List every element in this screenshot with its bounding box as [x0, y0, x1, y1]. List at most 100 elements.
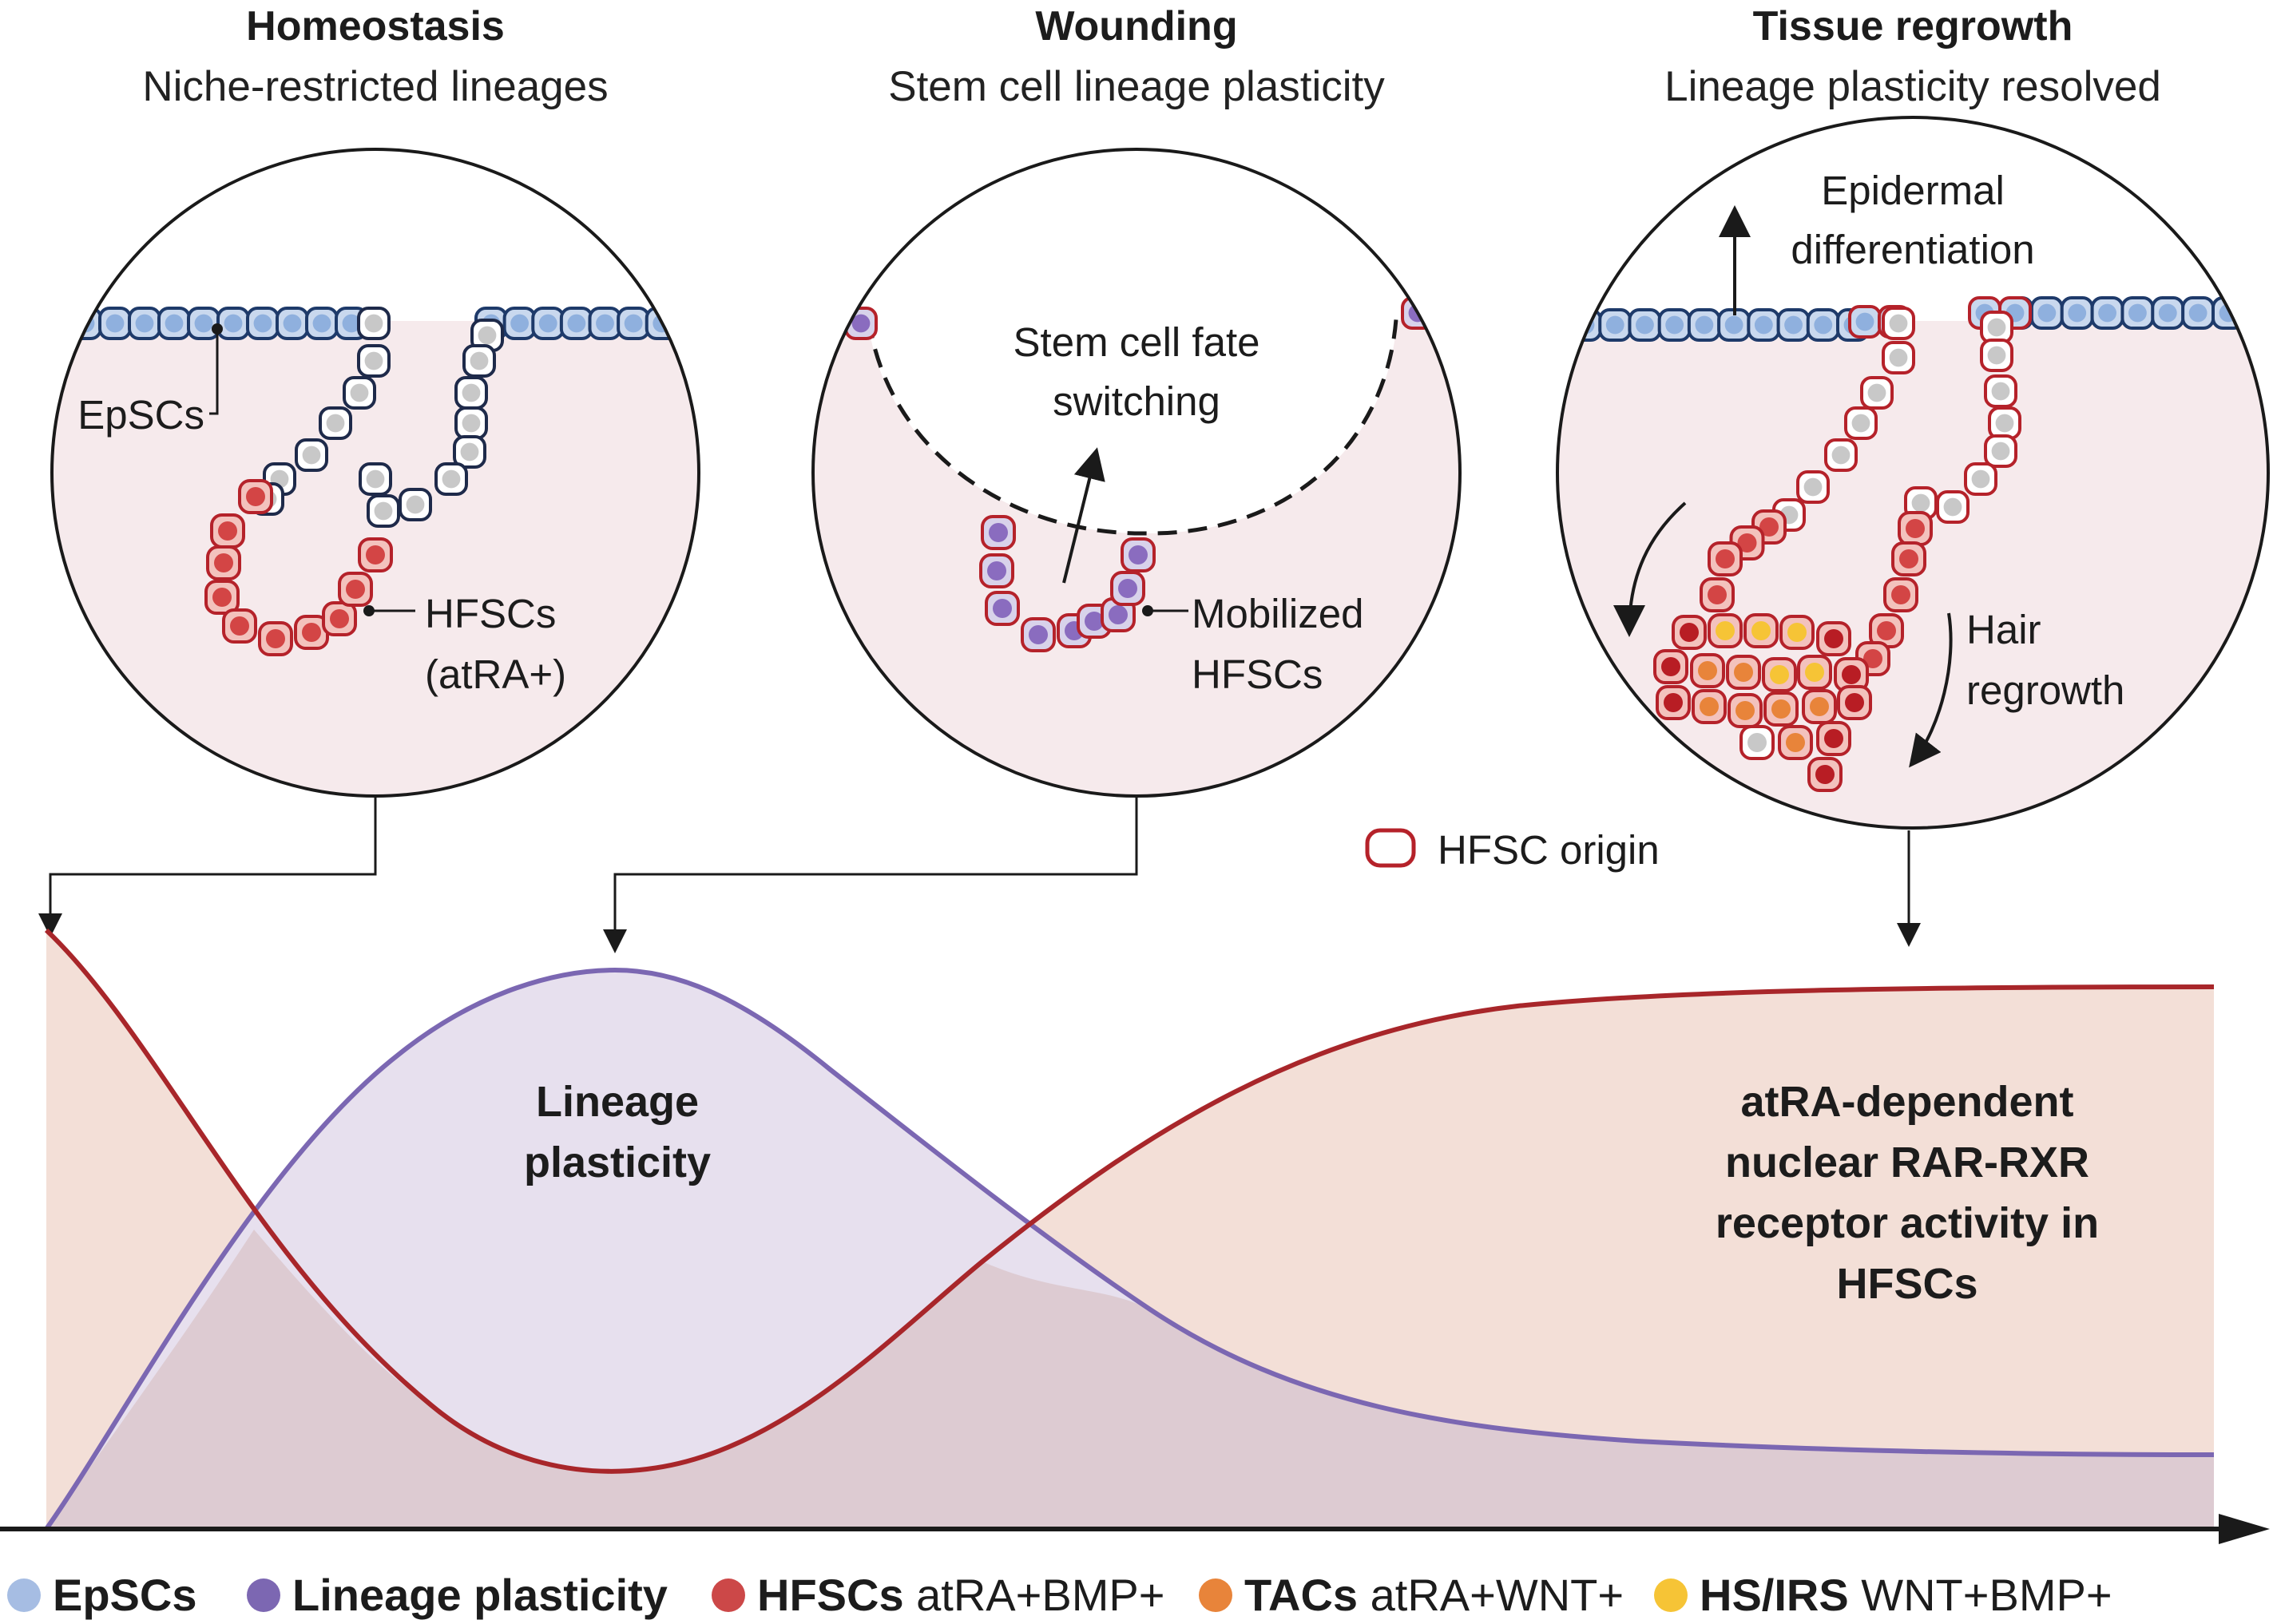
cell-nucleus [1664, 693, 1683, 712]
cell-nucleus [364, 314, 383, 333]
cell-nucleus [2128, 303, 2147, 323]
cell-nucleus [1851, 414, 1870, 433]
cell-nucleus [1700, 697, 1719, 716]
atra-label-4: HFSCs [1836, 1260, 1977, 1308]
svg-text:TACs atRA+WNT+: TACs atRA+WNT+ [1244, 1570, 1624, 1620]
homeostasis-circle: EpSCs HFSCs (atRA+) [50, 148, 700, 798]
legend-item-hs-irs: HS/IRS WNT+BMP+ [1654, 1570, 2112, 1620]
cell-nucleus [1824, 629, 1843, 648]
hfsc-origin-key-swatch [1365, 828, 1416, 868]
cell-nucleus [1737, 533, 1757, 553]
cell-nucleus [374, 501, 393, 521]
cell-nucleus [1636, 315, 1654, 335]
cell-nucleus [510, 314, 530, 333]
cell-nucleus [1759, 517, 1779, 537]
cell-nucleus [470, 351, 489, 370]
homeostasis-connector-arrow [38, 796, 377, 937]
legend-item-hfscs: HFSCs atRA+BMP+ [712, 1570, 1164, 1620]
wounding-circle: Stem cell fate switching Mobilized HFSCs [811, 148, 1462, 798]
cell-nucleus [1824, 729, 1843, 748]
plasticity-area [46, 970, 2214, 1529]
cell-nucleus [1734, 663, 1753, 682]
legend-epscs-label: EpSCs [53, 1570, 197, 1620]
cell-nucleus [2188, 303, 2208, 323]
plasticity-curve [44, 967, 2215, 1531]
atra-curve [44, 928, 2215, 1474]
cell-nucleus [1995, 414, 2014, 433]
homeostasis-subtitle: Niche-restricted lineages [142, 63, 608, 110]
cell-nucleus [2037, 303, 2057, 323]
cell-nucleus [1118, 579, 1137, 598]
plasticity-label-2: plasticity [524, 1139, 711, 1186]
cell-nucleus [1991, 442, 2010, 461]
wound-outline [867, 319, 1398, 536]
cell-nucleus [326, 414, 345, 433]
fate-switch-arrow [1062, 447, 1105, 584]
cell-nucleus [442, 469, 461, 489]
cell-nucleus [1906, 519, 1925, 538]
cell-nucleus [1605, 315, 1624, 335]
cell-nucleus [218, 521, 237, 541]
cell-nucleus [1987, 318, 2006, 337]
cell-nucleus [135, 314, 154, 333]
cell-nucleus [330, 609, 349, 628]
legend: EpSCs Lineage plasticity HFSCs atRA+BMP+… [7, 1570, 2112, 1620]
cell [52, 307, 73, 340]
cell-nucleus [1877, 621, 1896, 640]
atra-label-1: atRA-dependent [1741, 1078, 2074, 1126]
wounding-subtitle: Stem cell lineage plasticity [888, 63, 1385, 110]
hfsc-origin-label: HFSC origin [1438, 827, 1660, 873]
cell-nucleus [1771, 699, 1791, 719]
cell-nucleus [1716, 549, 1735, 568]
cell-nucleus [406, 495, 425, 514]
cell-nucleus [224, 314, 243, 333]
svg-text:HFSCs atRA+BMP+: HFSCs atRA+BMP+ [757, 1570, 1164, 1620]
epidermal-label-2: differentiation [1791, 227, 2034, 272]
cell-nucleus [1810, 697, 1829, 716]
cell-nucleus [987, 561, 1006, 580]
tissue-regrowth-title: Tissue regrowth [1753, 3, 2073, 50]
cell-nucleus [1899, 549, 1918, 568]
cell-nucleus [350, 383, 369, 402]
cell-nucleus [1787, 623, 1807, 642]
cell-nucleus [993, 599, 1012, 618]
cell-nucleus [253, 314, 272, 333]
fate-switching-label: Stem cell fate [1014, 319, 1260, 365]
cell-nucleus [1987, 346, 2006, 365]
atra-area [46, 930, 2214, 1529]
cell-nucleus [1109, 605, 1128, 624]
hfscs-label: HFSCs [425, 591, 556, 636]
cell-nucleus [1708, 585, 1727, 604]
cell-nucleus [214, 553, 233, 572]
cell-nucleus [1867, 383, 1886, 402]
cell-nucleus [1751, 621, 1771, 640]
cell-nucleus [1786, 733, 1805, 752]
tacs-swatch [1199, 1578, 1232, 1612]
cell-nucleus [1889, 348, 1908, 367]
homeostasis-cells [52, 307, 699, 656]
cell-nucleus [194, 314, 213, 333]
cell-nucleus [478, 326, 497, 345]
cell-nucleus [342, 314, 361, 333]
cell-nucleus [302, 623, 321, 642]
cell-nucleus [1029, 625, 1048, 644]
cell-nucleus [52, 314, 65, 333]
wounding-connector-arrow [603, 796, 1138, 953]
cell-nucleus [1661, 657, 1680, 676]
cell-nucleus [1754, 315, 1773, 335]
cell-nucleus [1845, 693, 1864, 712]
homeostasis-title: Homeostasis [246, 3, 505, 50]
plasticity-label-1: Lineage [536, 1078, 699, 1126]
mobilized-hfscs-label: Mobilized [1192, 591, 1363, 636]
cell-nucleus [1747, 733, 1767, 752]
plasticity-swatch [247, 1578, 280, 1612]
cell-nucleus [2158, 303, 2177, 323]
cell-nucleus [1680, 623, 1699, 642]
cell-nucleus [1891, 585, 1910, 604]
cell-nucleus [346, 580, 365, 599]
epscs-label: EpSCs [77, 392, 204, 438]
legend-hs-irs-label: HS/IRS [1700, 1570, 1849, 1620]
cell-nucleus [1855, 312, 1874, 331]
cell-nucleus [1991, 382, 2010, 401]
legend-tacs-markers: atRA+WNT+ [1358, 1570, 1624, 1620]
